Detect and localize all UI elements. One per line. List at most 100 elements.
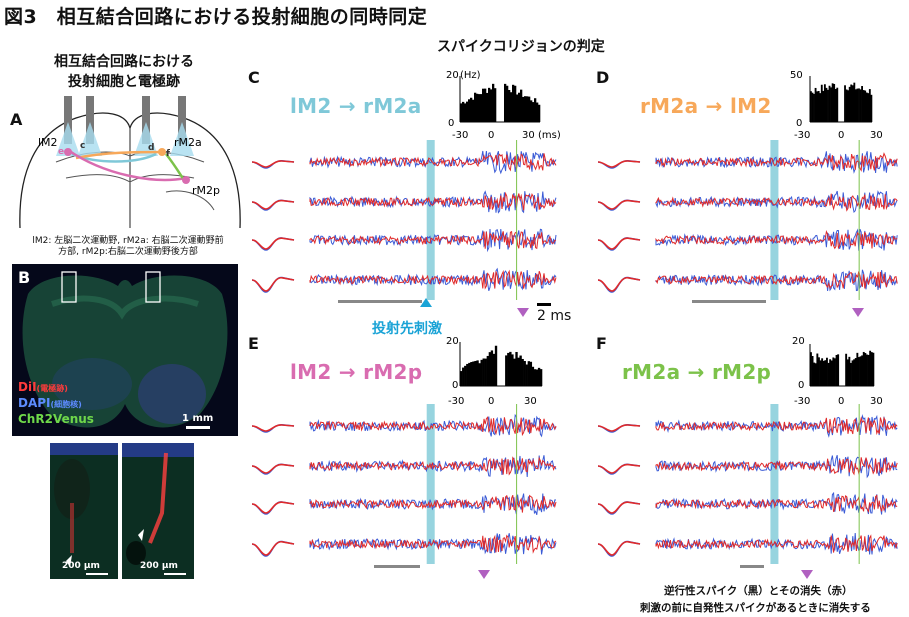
histogram-bar xyxy=(826,357,828,386)
hist-c-ymin: 0 xyxy=(448,118,454,129)
hist-e-x0: -30 xyxy=(448,396,464,406)
histogram-bar xyxy=(851,360,854,386)
histogram-bar xyxy=(823,84,826,122)
histogram-bar xyxy=(480,94,483,122)
hist-d-x1: 0 xyxy=(838,130,844,140)
hist-c-x1: 0 xyxy=(488,130,494,140)
brain-section xyxy=(22,271,228,429)
histogram-bar xyxy=(814,87,817,122)
histogram-bar xyxy=(817,90,820,122)
histogram-bar xyxy=(506,85,509,122)
histogram-bar xyxy=(460,103,463,122)
voltage-trace xyxy=(655,193,898,212)
histology-inset-left xyxy=(50,443,118,579)
histogram-bar xyxy=(470,97,473,122)
histogram-bar xyxy=(825,87,828,122)
voltage-trace xyxy=(655,152,898,172)
histogram-bar xyxy=(845,89,848,122)
histogram-bar xyxy=(476,93,479,122)
label-rm2p: rM2p xyxy=(192,184,220,197)
collision-marker-e xyxy=(478,570,490,579)
histogram-bar xyxy=(529,361,533,386)
histogram-bar xyxy=(859,89,862,122)
histogram-bar xyxy=(476,360,479,386)
hist-e-x2: 30 xyxy=(524,396,537,406)
histogram-bar xyxy=(466,363,469,386)
histogram-bar xyxy=(505,355,508,386)
histogram-bar xyxy=(517,357,520,386)
traces-e xyxy=(251,404,557,564)
histogram-bar xyxy=(848,86,851,122)
spike-waveform xyxy=(251,424,295,432)
histogram-bar xyxy=(524,96,527,122)
scale-bar-1mm xyxy=(186,426,210,429)
panel-a-label: A xyxy=(10,110,23,129)
hist-f-ymax: 20 xyxy=(792,336,805,347)
histogram-bar xyxy=(513,358,516,386)
histogram-bar xyxy=(862,90,865,122)
histogram-bar xyxy=(525,364,528,386)
histogram-bar xyxy=(484,358,487,386)
spike-waveform xyxy=(597,199,641,210)
histogram-bar xyxy=(853,359,856,386)
panel-f-pair: rM2a → rM2p xyxy=(622,360,772,384)
histogram-bar xyxy=(834,89,837,122)
traces-f xyxy=(597,404,898,564)
figure-title: 図3 相互結合回路における投射細胞の同時同定 xyxy=(4,6,428,28)
spontaneous-window-f xyxy=(740,565,764,568)
histogram-bar xyxy=(814,363,817,386)
histogram-bar xyxy=(811,92,814,122)
histogram-bar xyxy=(492,353,496,386)
histogram-bar xyxy=(830,87,832,122)
histogram-bar xyxy=(810,352,812,386)
histogram-bar xyxy=(824,360,827,386)
histogram-bar xyxy=(484,88,487,122)
histology-image xyxy=(12,264,238,436)
histogram-bar xyxy=(523,361,526,386)
stimulus-band xyxy=(770,404,779,564)
histogram-bar xyxy=(527,361,530,386)
hist-c-x2: 30 xyxy=(522,130,535,140)
histogram-bar xyxy=(867,93,870,122)
histogram-bar xyxy=(848,356,851,386)
histogram-bar xyxy=(861,86,863,122)
histogram-bar xyxy=(837,354,840,386)
histogram-bar xyxy=(478,94,481,122)
collision-marker-c xyxy=(517,308,529,317)
histogram-bar xyxy=(464,365,467,386)
histogram-bar xyxy=(534,98,537,122)
histology-inset-right xyxy=(122,443,194,579)
histogram-bar xyxy=(536,102,539,122)
histogram-bar xyxy=(827,362,830,386)
spike-waveform xyxy=(597,501,641,514)
voltage-trace xyxy=(655,269,898,292)
histogram-bar xyxy=(472,361,475,386)
stimulus-band xyxy=(770,140,779,300)
panel-b-label: B xyxy=(18,268,31,287)
panel-c-pair: lM2 → rM2a xyxy=(290,94,422,118)
histogram-bar xyxy=(472,99,475,122)
histogram-bar xyxy=(844,85,846,122)
spike-waveform xyxy=(597,463,641,474)
label-e: e xyxy=(58,147,64,157)
histogram-bar xyxy=(490,350,494,386)
brain-schematic: lM2 rM2a rM2p e c d f xyxy=(19,96,241,229)
histogram-bar xyxy=(478,363,481,386)
histogram-bar xyxy=(533,369,537,386)
histogram-bar xyxy=(494,88,497,122)
voltage-trace xyxy=(309,191,557,211)
histogram-bar xyxy=(847,90,850,122)
histogram-bar xyxy=(468,99,471,122)
histogram-bar xyxy=(854,358,857,386)
histogram-bar xyxy=(816,353,819,386)
histogram-bar xyxy=(836,87,839,122)
spontaneous-window-c xyxy=(338,300,422,303)
histogram-bar xyxy=(507,352,510,386)
voltage-trace xyxy=(655,491,898,515)
histogram-bar xyxy=(850,84,853,122)
histogram-bar xyxy=(866,354,868,386)
legend-dil-note: (電極跡) xyxy=(36,384,68,393)
histogram-bar xyxy=(822,360,825,386)
stimulus-band xyxy=(426,140,435,300)
hist-f-x2: 30 xyxy=(870,396,883,406)
